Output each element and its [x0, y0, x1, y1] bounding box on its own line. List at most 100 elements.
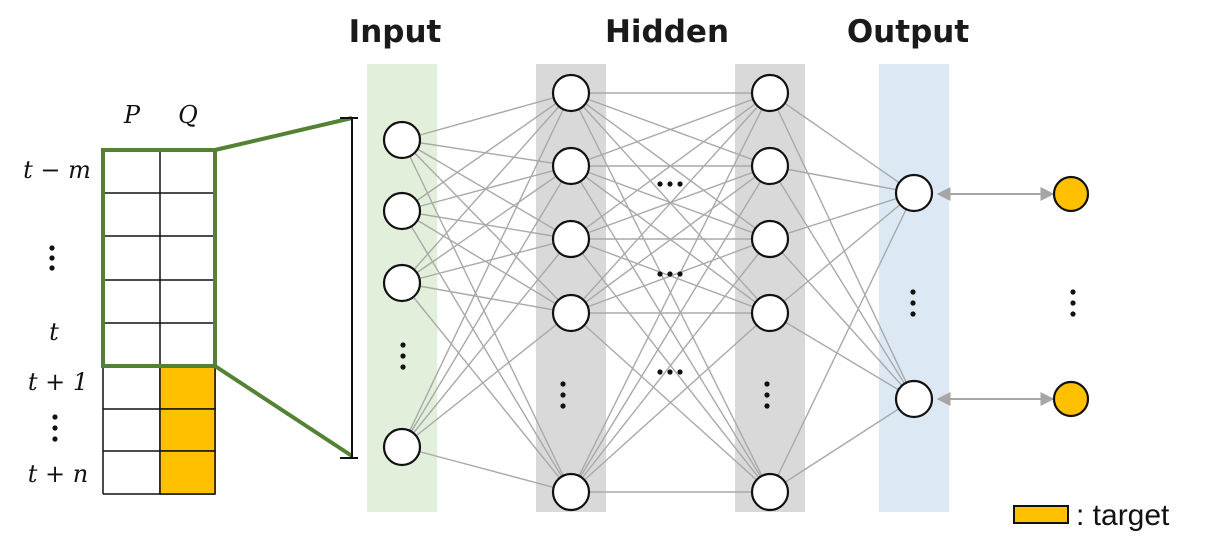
hidden-node: [551, 293, 591, 333]
connection-line: [401, 92, 572, 141]
hidden-horizontal-ellipsis: [657, 181, 663, 187]
hidden-node: [750, 219, 790, 259]
hidden-node: [551, 219, 591, 259]
row-label-t-plus-1: t + 1: [28, 368, 88, 396]
input-window: [101, 148, 217, 368]
column-header-p: P: [123, 101, 141, 129]
connection-line: [570, 312, 771, 493]
connection-line: [401, 92, 572, 212]
hidden-ellipsis: [560, 381, 566, 387]
connection-line: [401, 210, 572, 493]
hidden-horizontal-ellipsis: [677, 271, 683, 277]
connection-line: [570, 92, 771, 240]
hidden-horizontal-ellipsis: [677, 369, 683, 375]
connection-line: [769, 192, 915, 240]
input-layer-title: Input: [349, 14, 442, 50]
column-header-q: Q: [178, 101, 198, 129]
hidden-horizontal-ellipsis: [657, 369, 663, 375]
row-label-t-minus-m: t − m: [23, 156, 91, 184]
connections: [401, 92, 915, 493]
hidden-ellipsis: [560, 403, 566, 409]
hidden-node: [551, 146, 591, 186]
output-node: [894, 379, 934, 419]
hidden-layer-band-2: [735, 64, 805, 512]
target-ellipsis: [1070, 300, 1076, 306]
input-node: [382, 120, 422, 160]
connection-line: [769, 192, 915, 493]
hidden-node: [750, 146, 790, 186]
window-connector-bottom: [213, 364, 354, 458]
connection-line: [570, 92, 771, 167]
connection-line: [401, 210, 572, 314]
connection-line: [401, 446, 572, 493]
connection-line: [769, 165, 915, 194]
target-cell: [159, 450, 216, 495]
connection-line: [401, 92, 572, 284]
target-node-2: [1052, 380, 1090, 418]
connection-line: [401, 282, 572, 493]
connection-line: [401, 282, 572, 314]
hidden-horizontal-ellipsis: [667, 271, 673, 277]
connection-line: [769, 312, 915, 400]
connection-line: [570, 238, 771, 493]
input-ellipsis: [400, 342, 406, 348]
row-ellipsis-lower: [52, 414, 58, 442]
hidden-node: [551, 472, 591, 512]
connection-line: [401, 139, 572, 314]
row-ellipsis-upper: [49, 245, 55, 271]
connection-line: [401, 139, 572, 240]
output-layer-band: [879, 64, 949, 512]
connection-line: [401, 238, 572, 284]
connection-line: [401, 139, 572, 493]
target-ellipsis: [1070, 289, 1076, 295]
hidden-horizontal-ellipsis: [657, 271, 663, 277]
layer-ellipses: [400, 181, 1076, 409]
legend-label: : target: [1076, 499, 1170, 532]
target-cell: [159, 365, 216, 410]
hidden-horizontal-ellipsis: [667, 369, 673, 375]
connection-line: [401, 165, 572, 448]
hidden-ellipsis: [764, 381, 770, 387]
input-ellipsis: [400, 353, 406, 359]
connection-line: [769, 398, 915, 493]
target-cell: [159, 408, 216, 452]
data-table: P Q t − m t t + 1 t + n: [23, 101, 354, 495]
connection-line: [401, 312, 572, 448]
input-node: [382, 263, 422, 303]
output-ellipsis: [910, 311, 916, 317]
window-connector-top: [214, 116, 353, 152]
input-node: [382, 427, 422, 467]
connection-line: [769, 238, 915, 400]
hidden-layer-title: Hidden: [605, 14, 729, 50]
hidden-horizontal-ellipsis: [677, 181, 683, 187]
legend-swatch: [1013, 505, 1069, 524]
connection-line: [570, 92, 771, 493]
nodes: [382, 73, 934, 512]
legend: : target: [1013, 499, 1170, 532]
row-label-t-plus-n: t + n: [28, 460, 88, 488]
hidden-ellipsis: [764, 403, 770, 409]
connection-line: [401, 139, 572, 167]
row-label-t: t: [49, 318, 59, 346]
output-ellipsis: [910, 300, 916, 306]
target-node-1: [1052, 175, 1090, 213]
hidden-node: [551, 73, 591, 113]
connection-line: [570, 165, 771, 493]
input-ellipsis: [400, 364, 406, 370]
hidden-ellipsis: [560, 392, 566, 398]
connection-line: [401, 165, 572, 284]
output-ellipsis: [910, 289, 916, 295]
connection-line: [401, 92, 572, 448]
target-cells: [159, 365, 216, 495]
input-node: [382, 191, 422, 231]
connection-line: [769, 192, 915, 314]
connection-line: [570, 92, 771, 314]
hidden-node: [750, 73, 790, 113]
target-ellipsis: [1070, 311, 1076, 317]
output-layer-title: Output: [847, 14, 970, 50]
hidden-ellipsis: [764, 392, 770, 398]
hidden-node: [750, 472, 790, 512]
connection-line: [769, 165, 915, 400]
output-node: [894, 173, 934, 213]
